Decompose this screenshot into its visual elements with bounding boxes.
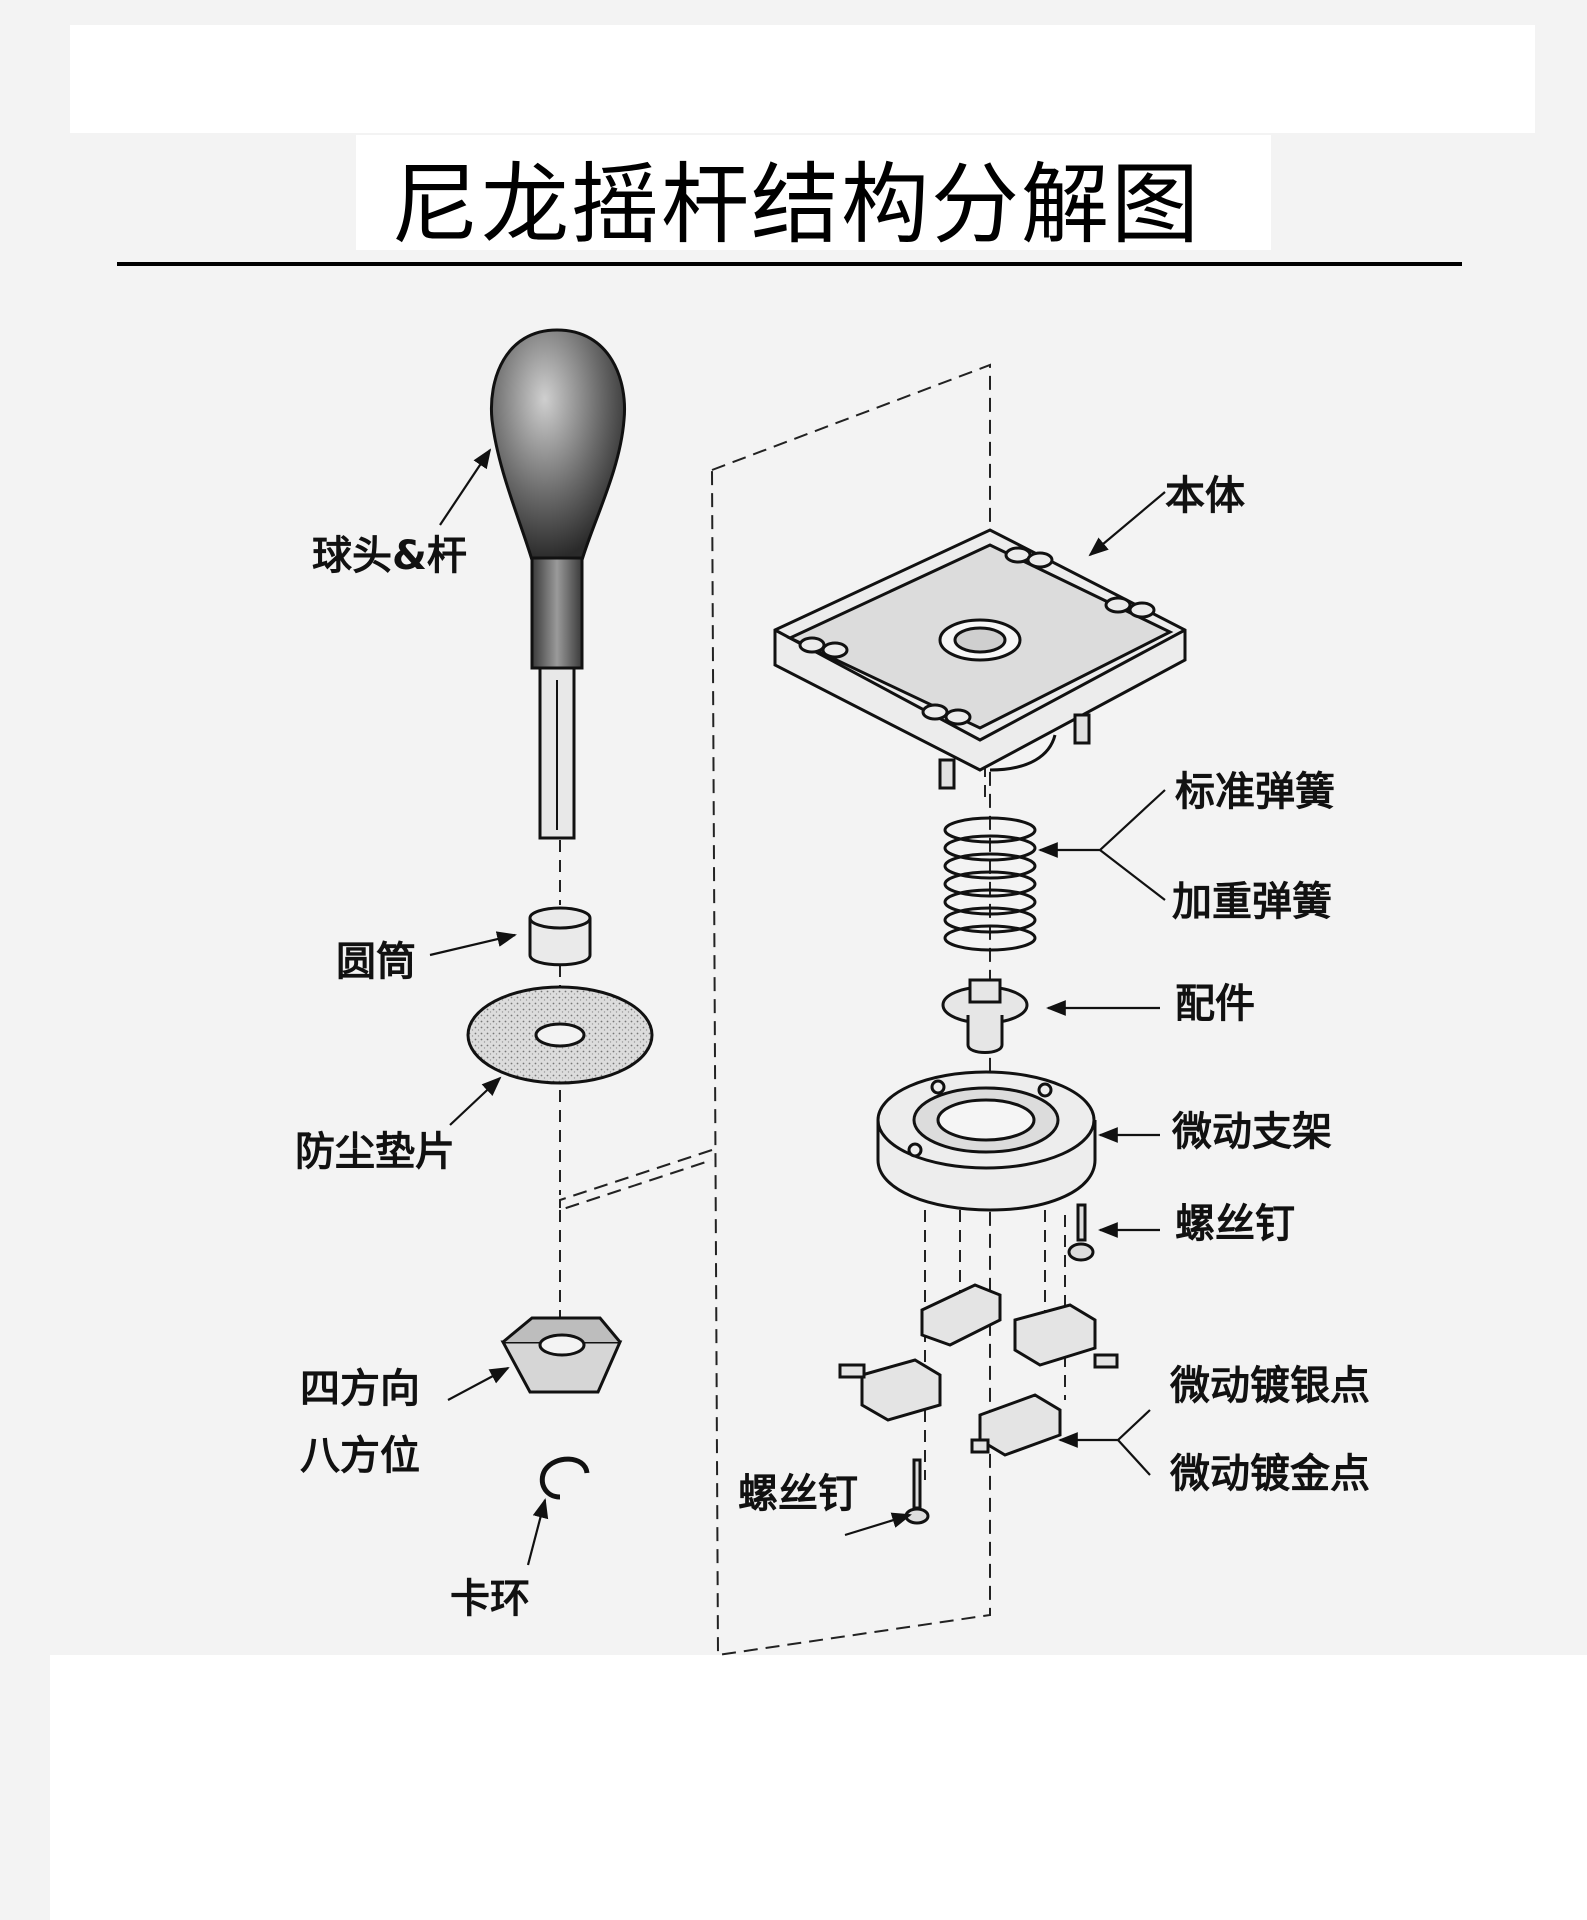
ball-top-shaft (489, 328, 627, 840)
leader-lines (429, 448, 1166, 1566)
spring (943, 816, 1037, 952)
dust-washer (466, 985, 654, 1085)
diagram-title: 尼龙摇杆结构分解图 (390, 153, 1201, 256)
joystick-body (773, 528, 1187, 790)
label-body: 本体 (1165, 473, 1245, 519)
label-actuator: 配件 (1175, 981, 1255, 1027)
switch-bracket (876, 1070, 1097, 1212)
restrictor (500, 1316, 623, 1394)
label-standard-spring: 标准弹簧 (1175, 769, 1335, 815)
assembly-plane-outline (559, 363, 991, 1657)
label-heavy-spring: 加重弹簧 (1172, 879, 1332, 925)
label-screw-upper: 螺丝钉 (1175, 1201, 1295, 1247)
label-ball-top-shaft: 球头&杆 (312, 533, 467, 579)
label-restrictor-line1: 四方向 (300, 1366, 420, 1412)
label-e-clip: 卡环 (450, 1576, 530, 1622)
label-switch-silver: 微动镀银点 (1170, 1363, 1370, 1409)
e-clip (539, 1456, 590, 1500)
microswitches (838, 1283, 1119, 1457)
title-white-band (356, 135, 1271, 250)
label-screw-lower: 螺丝钉 (738, 1471, 858, 1517)
screw-upper (1067, 1203, 1095, 1262)
bottom-white-band (50, 1655, 1587, 1920)
actuator (941, 978, 1029, 1054)
title-underline (117, 262, 1462, 266)
label-restrictor-line2: 八方位 (300, 1433, 420, 1479)
label-switch-gold: 微动镀金点 (1170, 1451, 1370, 1497)
label-sleeve: 圆筒 (336, 939, 416, 985)
top-white-band (70, 25, 1535, 133)
screw-lower (904, 1458, 930, 1525)
label-dust-washer: 防尘垫片 (295, 1129, 455, 1175)
sleeve (528, 906, 592, 967)
label-switch-bracket: 微动支架 (1172, 1109, 1332, 1155)
